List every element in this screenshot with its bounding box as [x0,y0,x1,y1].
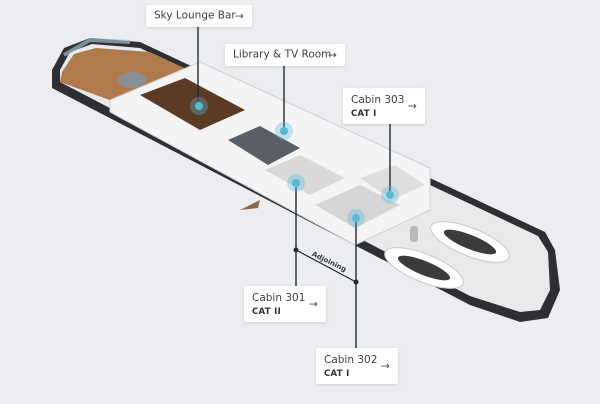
lifeboat-lower [384,247,464,289]
hotspot-cabin-302[interactable] [347,209,365,227]
hotspot-cabin-303[interactable] [381,186,399,204]
sky-lounge-bar-label[interactable]: Sky Lounge Bar → [146,5,252,27]
arrow-right-icon: → [234,9,244,23]
hotspot-sky-lounge[interactable] [190,97,208,115]
cabin-301-title: Cabin 301 [252,292,306,304]
cabin-block-302 [315,185,400,228]
cabin-block-303 [360,165,425,200]
library-tv-room-title: Library & TV Room [233,48,332,61]
cabin-303-title: Cabin 303 [351,94,405,106]
hotspot-library[interactable] [275,122,293,140]
adjoining-node-left [293,247,299,253]
lifeboat-upper [430,221,510,263]
stern-railing [63,37,131,57]
cabin-301-category: CAT II [252,307,282,317]
cabin-302-title: Cabin 302 [324,354,378,366]
arrow-right-icon: → [380,359,390,373]
deck-bollard [410,226,418,242]
adjoining-connector [295,249,357,283]
lounge-floor [140,78,245,130]
side-fin [240,200,260,210]
cabin-302-category: CAT I [324,369,350,379]
cabin-302-label[interactable]: Cabin 302 CAT I → [316,348,398,384]
cabin-301-label[interactable]: Cabin 301 CAT II → [244,286,326,322]
hotspot-cabin-301[interactable] [287,174,305,192]
cabin-block-301 [265,155,345,195]
cabin-303-label[interactable]: Cabin 303 CAT I → [343,88,425,124]
cabin-303-category: CAT I [351,109,377,119]
deck-round-table [118,72,146,88]
library-room [228,126,300,165]
arrow-right-icon: → [308,297,318,311]
sky-lounge-bar-title: Sky Lounge Bar [154,9,236,22]
adjoining-node-right [353,279,359,285]
library-tv-room-label[interactable]: Library & TV Room → [225,44,345,66]
arrow-right-icon: → [407,99,417,113]
arrow-right-icon: → [327,48,337,62]
